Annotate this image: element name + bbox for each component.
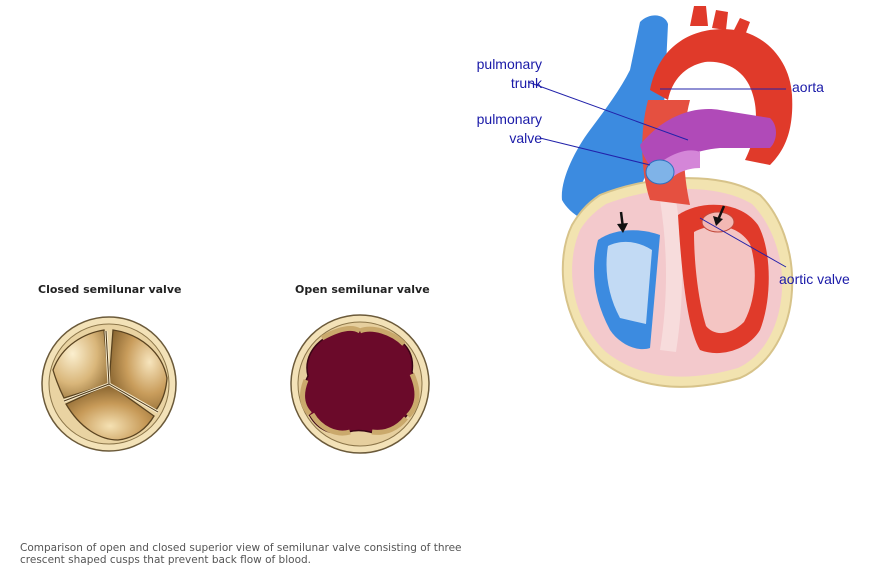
open-valve-lumen — [302, 328, 419, 434]
label-pulmonary-trunk: pulmonary trunk — [476, 56, 542, 91]
down-arrow-icon — [713, 205, 726, 226]
valve-cusp-left — [52, 329, 110, 399]
closed-valve-title: Closed semilunar valve — [38, 283, 182, 296]
pulmonary-valve — [645, 159, 675, 185]
heart-illustration — [561, 6, 794, 388]
figure-caption: Comparison of open and closed superior v… — [20, 542, 462, 566]
open-valve-title: Open semilunar valve — [295, 283, 430, 296]
label-aortic-valve: aortic valve — [779, 271, 850, 287]
leader-line-aortic-valve — [699, 217, 787, 268]
leader-line-pulmonary-trunk — [527, 81, 689, 141]
down-arrow-icon — [617, 211, 628, 233]
valve-cusp-right — [108, 329, 168, 411]
open-semilunar-valve — [290, 314, 430, 454]
closed-semilunar-valve — [41, 316, 177, 452]
valve-cusp-bottom — [65, 383, 155, 441]
label-aorta: aorta — [792, 79, 824, 95]
label-pulmonary-valve: pulmonary valve — [476, 111, 542, 146]
leader-line-pulmonary-valve — [539, 137, 651, 166]
superior-vena-cava — [561, 15, 668, 231]
leader-lines — [527, 81, 787, 268]
